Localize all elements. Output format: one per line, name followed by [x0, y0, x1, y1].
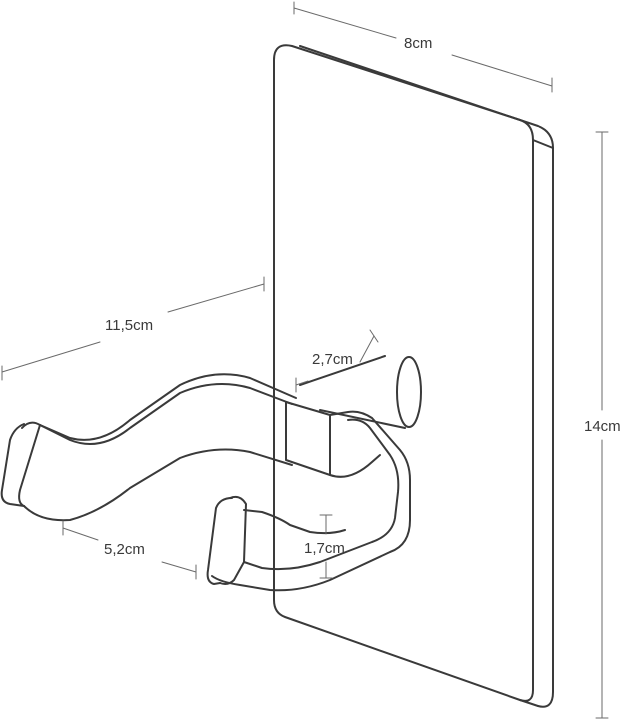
hook-right-arm [206, 401, 411, 592]
dimension-label-bar-diameter: 2,7cm [312, 351, 353, 368]
dimension-label-lip-height: 1,7cm [304, 540, 345, 557]
dim-line-lip-height [319, 514, 333, 579]
dimension-label-arm-gap: 5,2cm [104, 541, 145, 558]
dim-line-width [293, 1, 553, 93]
dim-line-reach [1, 276, 265, 381]
dim-line-bar-diameter [295, 329, 379, 393]
dimension-label-height: 14cm [584, 418, 621, 435]
dim-line-arm-gap [62, 520, 197, 580]
dimension-label-reach: 11,5cm [105, 317, 154, 334]
dim-line-height [595, 131, 609, 719]
hook-left-arm [0, 373, 297, 522]
dimension-label-width: 8cm [404, 35, 433, 52]
support-bar [299, 355, 422, 429]
back-plate [273, 44, 554, 708]
